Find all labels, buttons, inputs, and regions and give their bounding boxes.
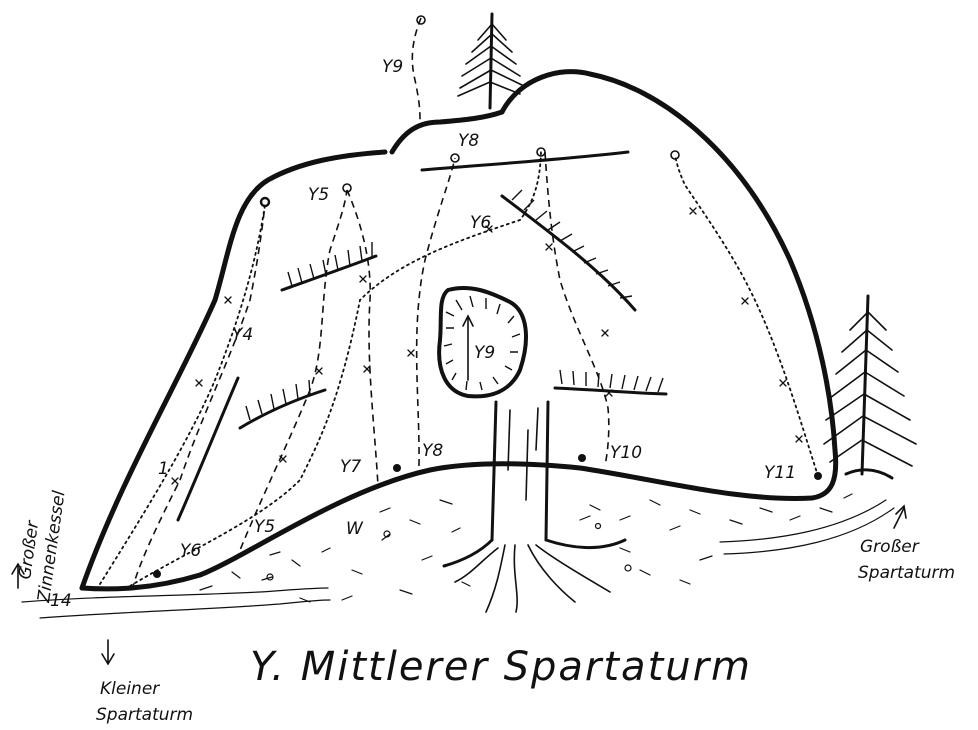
neighbor-right-line1: Großer: [860, 537, 920, 557]
neighbor-right: Großer Spartaturm: [858, 537, 955, 583]
ledge-upper-left: [282, 242, 376, 290]
route-y9-top-line: [412, 18, 421, 120]
route-label-y5-top: Y5: [308, 185, 329, 205]
route-label-y8-bottom: Y8: [422, 441, 443, 461]
route-label-y8-top: Y8: [458, 131, 479, 151]
route-label-y11: Y11: [764, 463, 796, 483]
neighbor-bottom-line2: Spartaturm: [96, 705, 193, 725]
route-y4-line: [100, 205, 265, 584]
route-start-dot: [578, 454, 586, 462]
ledge-middle-right: [555, 370, 666, 394]
route-y8-line: [417, 158, 455, 466]
route-label-y4: Y4: [232, 325, 253, 345]
neighbor-left: Großer Zinnenkessel: [12, 486, 69, 604]
ledge-middle-left: [240, 380, 325, 428]
tree-right: [824, 296, 916, 478]
route-label-y9-cave: Y9: [474, 343, 495, 363]
arrow-up-right-icon: [894, 506, 906, 528]
route-y1-line: [132, 205, 265, 590]
neighbor-bottom-line1: Kleiner: [100, 679, 160, 699]
rock-outline: [82, 152, 385, 588]
route-label-y6-bottom: Y6: [180, 541, 201, 561]
route-start-dot: [814, 472, 822, 480]
route-label-y9-top: Y9: [382, 57, 403, 77]
crack-left: [178, 378, 238, 520]
neighbor-right-line2: Spartaturm: [858, 563, 955, 583]
route-label-y1: 1: [158, 459, 169, 479]
route-label-y7: Y7: [340, 457, 361, 477]
route-y11-line: [675, 155, 818, 476]
route-start-dot: [153, 570, 161, 578]
arrow-down-icon: [102, 640, 114, 664]
route-y5-upper: [347, 190, 378, 486]
route-y8-right: [545, 152, 609, 466]
page-title: Y. Mittlerer Spartaturm: [250, 644, 752, 690]
rock-outline-summit: [392, 112, 502, 152]
route-label-y10: Y10: [610, 443, 642, 463]
tree-trunk: [444, 402, 625, 612]
route-label-y6-top: Y6: [470, 213, 491, 233]
ledge-upper-right: [502, 190, 635, 310]
route-end-ring: [261, 198, 269, 206]
route-label-y5-bottom: Y5: [254, 517, 275, 537]
neighbor-bottom: Kleiner Spartaturm: [96, 679, 193, 725]
route-start-dot: [393, 464, 401, 472]
ground-mark-w: W: [346, 519, 364, 539]
ground-texture: [22, 494, 894, 618]
